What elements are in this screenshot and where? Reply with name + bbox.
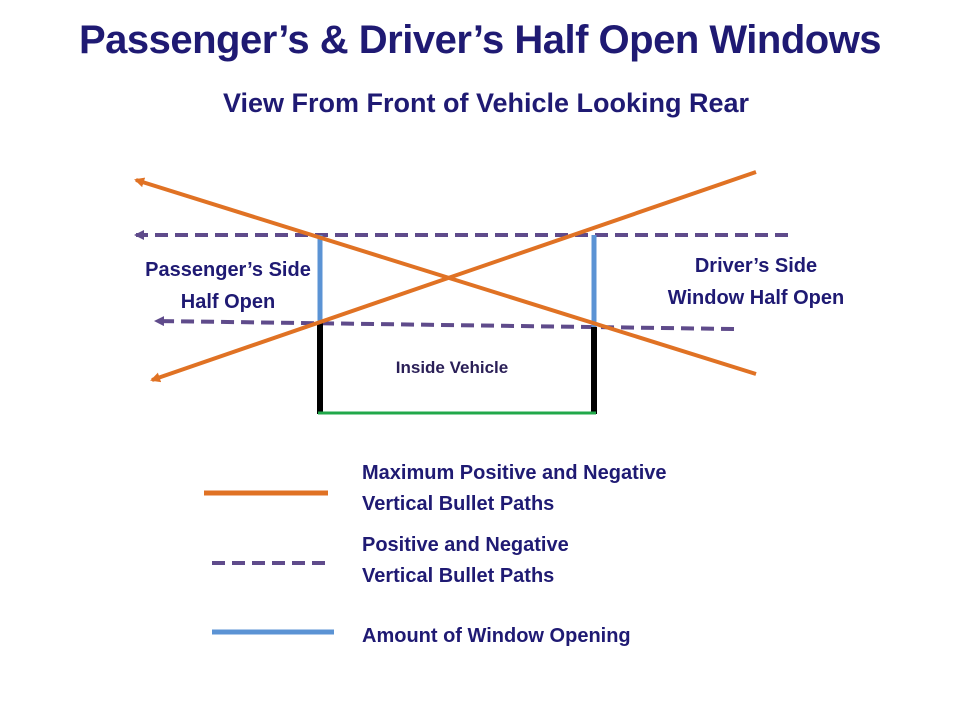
- legend-window-label: Amount of Window Opening: [362, 625, 631, 647]
- page-title: Passenger’s & Driver’s Half Open Windows: [78, 18, 882, 62]
- legend-paths-label: Positive and Negative Vertical Bullet Pa…: [362, 534, 569, 587]
- dashed-path-lower: [154, 316, 735, 331]
- passenger-side-label: Passenger’s Side Half Open: [145, 259, 311, 313]
- driver-side-label: Driver’s Side Window Half Open: [667, 255, 845, 309]
- page-subtitle: View From Front of Vehicle Looking Rear: [222, 88, 750, 118]
- inside-vehicle-label: Inside Vehicle: [395, 358, 509, 377]
- max-path-ascending: [150, 170, 757, 383]
- legend-max-paths-label: Maximum Positive and Negative Vertical B…: [362, 462, 667, 515]
